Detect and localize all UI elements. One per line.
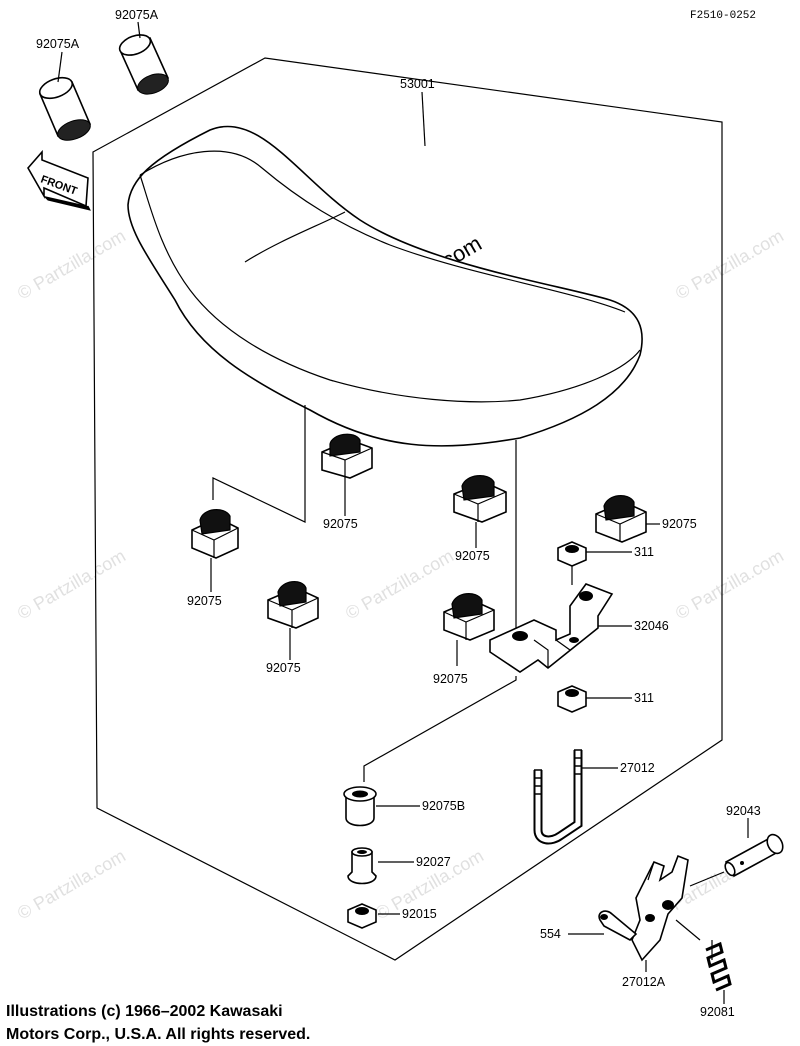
label-nut-92015: 92015 bbox=[402, 907, 437, 921]
label-bracket: 32046 bbox=[634, 619, 669, 633]
pin-92043 bbox=[724, 833, 784, 878]
label-spring: 92081 bbox=[700, 1005, 735, 1019]
watermark: © Partzilla.com bbox=[14, 225, 129, 303]
label-nut-upper: 311 bbox=[634, 545, 654, 559]
watermark: © Partzilla.com bbox=[14, 545, 129, 623]
label-damper-3: 92075 bbox=[266, 661, 301, 675]
copyright-line-2: Motors Corp., U.S.A. All rights reserved… bbox=[6, 1026, 311, 1043]
spring-92081 bbox=[675, 919, 732, 992]
label-cotter-pin: 554 bbox=[540, 927, 561, 941]
collar-92027 bbox=[347, 847, 377, 885]
figure-code: F2510-0252 bbox=[690, 10, 756, 22]
watermark: © Partzilla.com bbox=[14, 845, 129, 923]
front-arrow-icon: FRONT bbox=[27, 149, 91, 211]
damper-92075-6 bbox=[443, 593, 495, 641]
label-damper-4: 92075 bbox=[455, 549, 490, 563]
label-collar-top: 92075A bbox=[115, 8, 159, 22]
assembly-boundary bbox=[92, 57, 723, 961]
label-collar-left: 92075A bbox=[36, 37, 80, 51]
watermark: © Partzilla.com bbox=[672, 225, 787, 303]
watermark: © Partzilla.com bbox=[342, 545, 457, 623]
label-damper-1: 92075 bbox=[323, 517, 358, 531]
label-seat: 53001 bbox=[400, 77, 435, 91]
damper-92075-5 bbox=[595, 495, 647, 543]
label-damper-2: 92075 bbox=[187, 594, 222, 608]
label-hook: 27012A bbox=[622, 975, 666, 989]
damper-92075b bbox=[343, 786, 377, 827]
copyright-footer: Illustrations (c) 1966–2002 Kawasaki Mot… bbox=[6, 1000, 310, 1046]
damper-92075-4 bbox=[453, 475, 507, 523]
nut-92015 bbox=[347, 903, 377, 929]
collar-92075a-left bbox=[38, 76, 92, 141]
copyright-line-1: Illustrations (c) 1966–2002 Kawasaki bbox=[6, 1003, 283, 1020]
u-bolt-27012 bbox=[533, 749, 583, 845]
label-damper-6: 92075 bbox=[433, 672, 468, 686]
cotter-pin-554 bbox=[598, 910, 638, 941]
label-damper-5: 92075 bbox=[662, 517, 697, 531]
label-u-bolt: 27012 bbox=[620, 761, 655, 775]
collar-92075a-top bbox=[118, 34, 170, 95]
bracket-32046 bbox=[489, 583, 614, 673]
damper-92075-3 bbox=[267, 581, 319, 629]
damper-92075-1 bbox=[321, 433, 373, 479]
label-pin: 92043 bbox=[726, 804, 761, 818]
watermark: © Partzilla.com bbox=[672, 545, 787, 623]
nut-311-lower bbox=[557, 685, 587, 713]
label-damper-b: 92075B bbox=[422, 799, 465, 813]
seat bbox=[127, 125, 643, 447]
label-collar-92027: 92027 bbox=[416, 855, 451, 869]
damper-92075-2 bbox=[191, 509, 239, 559]
nut-311-upper bbox=[557, 541, 587, 567]
hook-27012a bbox=[631, 854, 689, 962]
label-nut-lower: 311 bbox=[634, 691, 654, 705]
